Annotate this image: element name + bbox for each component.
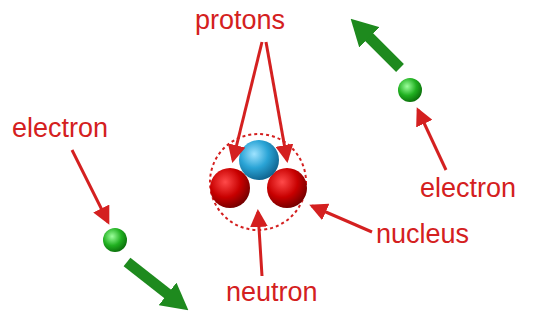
part-label: electron [12, 112, 108, 144]
part-label: nucleus [376, 218, 469, 250]
proton-sphere [210, 168, 250, 208]
leader-arrow [258, 212, 262, 276]
leader-arrow [418, 110, 446, 170]
neutron-sphere [239, 140, 279, 180]
part-label: protons [195, 4, 285, 36]
electron-sphere [103, 228, 127, 252]
leader-arrow [266, 42, 287, 160]
motion-arrow [127, 262, 178, 302]
part-label: neutron [226, 276, 318, 308]
part-label: electron [420, 172, 516, 204]
motion-arrow [360, 28, 400, 68]
leader-arrow [72, 150, 108, 222]
leader-arrow [233, 42, 262, 160]
electron-sphere [398, 78, 422, 102]
leader-arrow [312, 206, 372, 232]
